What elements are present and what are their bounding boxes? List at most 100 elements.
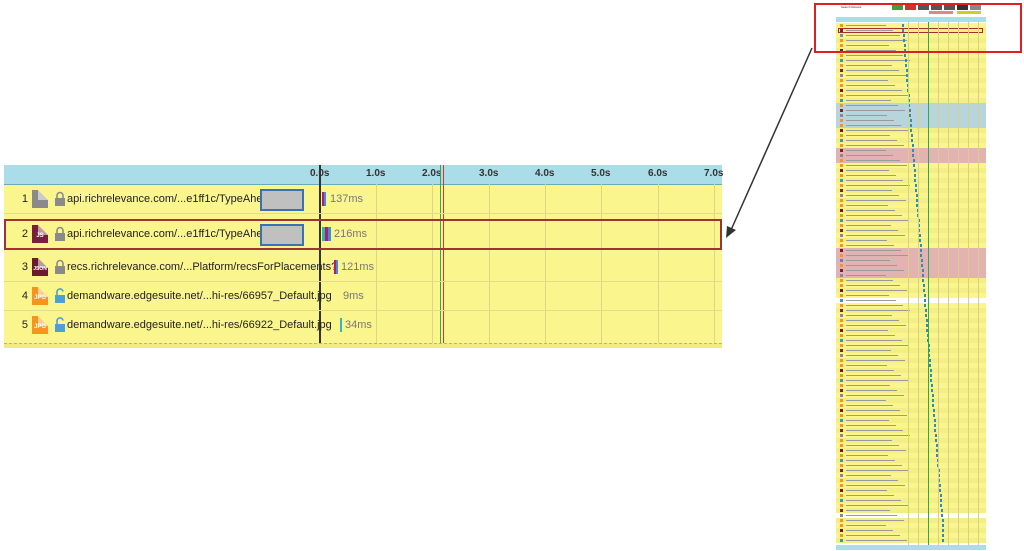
thumbnail-file-icon [840,194,843,197]
thumbnail-file-icon [840,124,843,127]
thumbnail-timing-bar [916,199,918,202]
thumbnail-url-line [846,315,892,316]
thumbnail-url-line [846,290,907,291]
gridline [658,184,659,347]
thumbnail-timing-bar [902,34,905,37]
download-bar [340,318,342,332]
thumbnail-timing-bar [934,434,937,437]
thumbnail-file-icon [840,239,843,242]
thumbnail-row [836,153,986,158]
request-row[interactable]: 1 api.richrelevance.com/...e1ff1c/TypeAh… [4,185,722,214]
thumbnail-url-line [846,245,894,246]
thumbnail-row [836,103,986,108]
thumbnail-url-line [846,540,907,541]
thumbnail-row [836,283,986,288]
thumbnail-file-icon [840,49,843,52]
thumbnail-url-line [846,40,907,41]
thumbnail-selected-row [838,28,983,33]
thumbnail-row [836,473,986,478]
thumbnail-file-icon [840,159,843,162]
time-zero-axis [319,165,321,347]
thumbnail-file-icon [840,489,843,492]
thumbnail-row [836,303,986,308]
thumbnail-header [836,17,986,22]
thumbnail-timing-bar [903,44,906,47]
thumbnail-row [836,538,986,543]
thumbnail-url-line [846,535,900,536]
thumbnail-timing-bar [908,99,910,102]
thumbnail-timing-bar [906,79,909,82]
jpg-file-icon: JPG [32,316,48,334]
thumbnail-url-line [846,255,908,256]
thumbnail-url-line [846,310,910,311]
thumbnail-url-line [846,400,886,401]
thumbnail-url-line [846,35,900,36]
thumbnail-file-icon [840,404,843,407]
thumbnail-file-icon [840,69,843,72]
thumbnail-file-icon [840,389,843,392]
legend-chip [944,5,955,10]
redacted-box [260,189,304,211]
tick-label: 1.0s [366,168,386,179]
thumbnail-file-icon [840,279,843,282]
thumbnail-timing-bar [919,239,922,242]
thumbnail-row [836,433,986,438]
connect-bar [322,227,325,241]
row-separator [4,213,722,214]
thumbnail-file-icon [840,34,843,37]
request-time: 137ms [330,193,364,205]
thumbnail-file-icon [840,424,843,427]
thumbnail-row [836,313,986,318]
json-file-icon: JSON [32,258,48,276]
thumbnail-file-icon [840,539,843,542]
thumbnail-timing-bar [922,274,924,277]
thumbnail-file-icon [840,174,843,177]
thumbnail-row [836,203,986,208]
thumbnail-url-line [846,285,900,286]
gridline [714,184,715,347]
thumbnail-title: Search Results [841,5,862,9]
thumbnail-url-line [846,175,896,176]
thumbnail-url-line [846,415,907,416]
thumbnail-file-icon [840,284,843,287]
thumbnail-row [836,383,986,388]
thumbnail-timing-bar [908,109,911,112]
thumbnail-row [836,193,986,198]
tick-label: 5.0s [591,168,611,179]
thumbnail-timing-bar [918,224,920,227]
request-url[interactable]: api.richrelevance.com/...e1ff1c/TypeAhea… [67,193,293,205]
thumbnail-url-line [846,370,894,371]
jpg-file-icon: JPG [32,287,48,305]
thumbnail-url-line [846,525,886,526]
thumbnail-gridline [908,22,909,545]
thumbnail-timing-bar [916,209,919,212]
thumbnail-timing-bar [934,429,937,432]
thumbnail-timing-bar [910,129,913,132]
request-url[interactable]: demandware.edgesuite.net/...hi-res/66922… [67,319,332,331]
thumbnail-url-line [846,125,901,126]
thumbnail-timing-bar [915,194,918,197]
request-url[interactable]: recs.richrelevance.com/...Platform/recsF… [67,261,338,273]
thumbnail-row [836,178,986,183]
download-bar [328,227,331,241]
thumbnail-timing-bar [940,504,943,507]
request-row[interactable]: 5 JPG demandware.edgesuite.net/...hi-res… [4,311,722,340]
thumbnail-file-icon [840,514,843,517]
gridline [432,184,433,347]
thumbnail-gridline [948,22,949,545]
thumbnail-timing-bar [936,449,938,452]
thumbnail-row [836,258,986,263]
request-row[interactable]: 4 JPG demandware.edgesuite.net/...hi-res… [4,282,722,311]
row-number: 2 [21,228,28,240]
request-url[interactable]: api.richrelevance.com/...e1ff1c/TypeAhea… [67,228,293,240]
thumbnail-row [836,228,986,233]
thumbnail-url-line [846,505,908,506]
request-url[interactable]: demandware.edgesuite.net/...hi-res/66957… [67,290,332,302]
request-row[interactable]: 3 JSON recs.richrelevance.com/...Platfor… [4,253,722,282]
thumbnail-row [836,198,986,203]
thumbnail-file-icon [840,214,843,217]
thumbnail-row [836,38,986,43]
thumbnail-row [836,353,986,358]
thumbnail-url-line [846,510,890,511]
request-row-selected[interactable]: 2 JS api.richrelevance.com/...e1ff1c/Typ… [4,220,722,249]
